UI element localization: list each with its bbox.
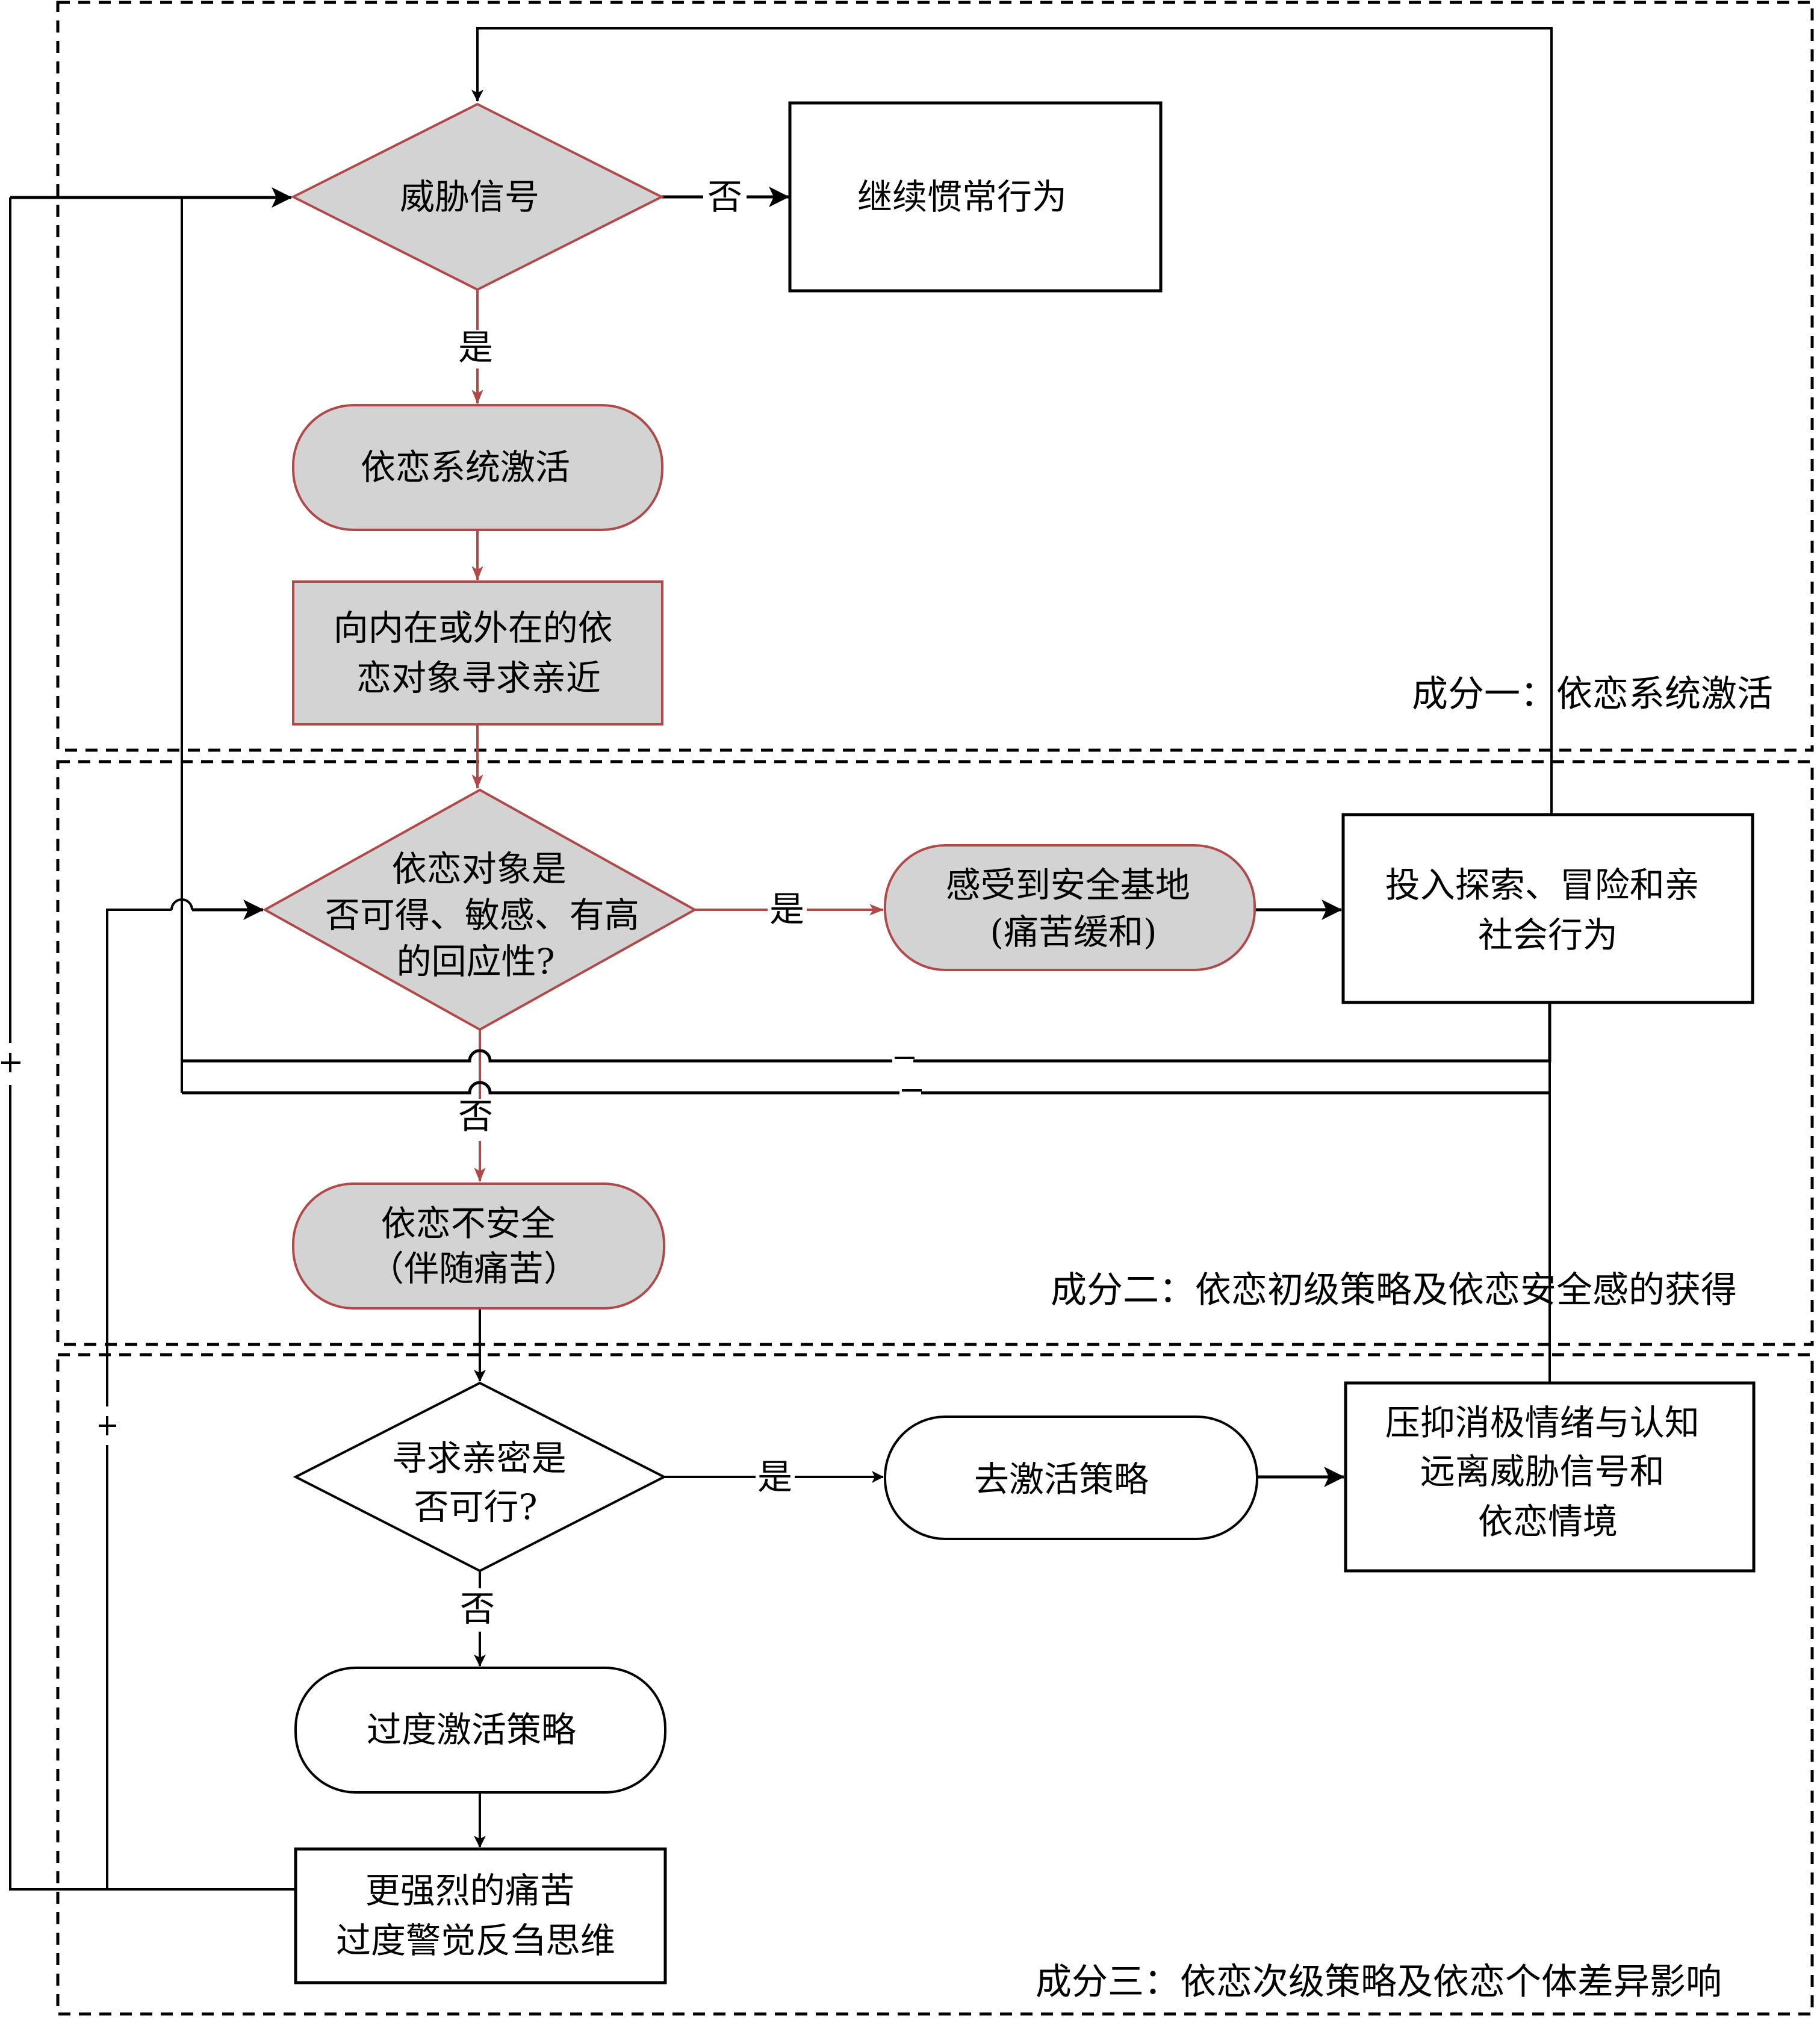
connectors (9, 27, 1553, 1891)
node-insecure-label: 依恋不安全 （伴随痛苦） (369, 1203, 579, 1289)
node-viable-shape (293, 1381, 667, 1573)
node-distress-shape (294, 1847, 667, 1984)
edge-label-threat-no: 否 (707, 176, 742, 217)
node-continue-shape (788, 101, 1163, 293)
node-activate-shape (292, 404, 663, 531)
region-boxes (56, 1, 1814, 2016)
node-secure-base-shape (884, 844, 1256, 971)
node-hyperactivate-shape (294, 1667, 666, 1794)
edge-labels: 否 是 是 否 是 否 + + (458, 176, 804, 1629)
node-distress-label: 更强烈的痛苦 过度警觉反刍思维 (336, 1870, 615, 1961)
node-seek-label: 向内在或外在的依 恋对象寻求亲近 (334, 608, 624, 698)
node-threat-shape (290, 102, 665, 291)
region-1-box (56, 1, 1814, 752)
node-deactivate-shape (884, 1415, 1258, 1540)
region-3-label: 成分三：依恋次级策略及依恋个体差异影响 (1036, 1961, 1722, 2003)
edge-label-available-yes: 是 (769, 889, 804, 930)
edge-minus-lower (182, 1081, 1550, 1095)
region-2-box (56, 760, 1814, 1346)
edge-distress-outer-loop (9, 197, 296, 1891)
sign-gaps (6, 1043, 111, 1445)
edge-label-viable-yes: 是 (757, 1456, 792, 1497)
node-seek-shape (292, 580, 663, 726)
node-suppress-shape (1344, 1381, 1756, 1573)
sign-marks (1, 1053, 116, 1435)
node-available-label: 依恋对象是 否可得、敏感、有高 的回应性? (325, 848, 650, 982)
nodes (262, 101, 1756, 1984)
node-activate-label: 依恋系统激活 (361, 447, 570, 488)
node-deactivate-label: 去激活策略 (974, 1459, 1149, 1500)
node-explore-shape (1341, 813, 1754, 1004)
node-labels: 威胁信号 继续惯常行为 依恋系统激活 向内在或外在的依 恋对象寻求亲近 依恋对象… (325, 176, 1710, 1961)
edge-label-viable-no: 否 (460, 1588, 495, 1629)
node-viable-label: 寻求亲密是 否可行? (392, 1438, 577, 1527)
node-continue-label: 继续惯常行为 (857, 176, 1067, 217)
region-2-label: 成分二：依恋初级策略及依恋安全感的获得 (1051, 1269, 1737, 1311)
node-threat-label: 威胁信号 (400, 176, 539, 217)
node-available-shape (262, 788, 698, 1031)
node-hyperactivate-label: 过度激活策略 (367, 1709, 576, 1750)
region-labels: 成分一：依恋系统激活 成分二：依恋初级策略及依恋安全感的获得 成分三：依恋次级策… (1036, 673, 1773, 2003)
node-insecure-shape (292, 1182, 665, 1310)
node-suppress-label: 压抑消极情绪与认知 远离威胁信号和 依恋情境 (1385, 1402, 1710, 1542)
edge-label-available-no: 否 (458, 1096, 493, 1137)
edge-explore-to-threat (471, 27, 1553, 815)
region-1-label: 成分一：依恋系统激活 (1412, 673, 1773, 715)
edge-distress-inner-loop (106, 909, 172, 1889)
node-secure-base-label: 感受到安全基地 (痛苦缓和) (946, 865, 1201, 952)
node-explore-label: 投入探索、冒险和亲 社会行为 (1385, 865, 1710, 956)
edge-minus-upper (182, 1002, 1551, 1063)
edge-label-threat-yes: 是 (458, 327, 493, 368)
